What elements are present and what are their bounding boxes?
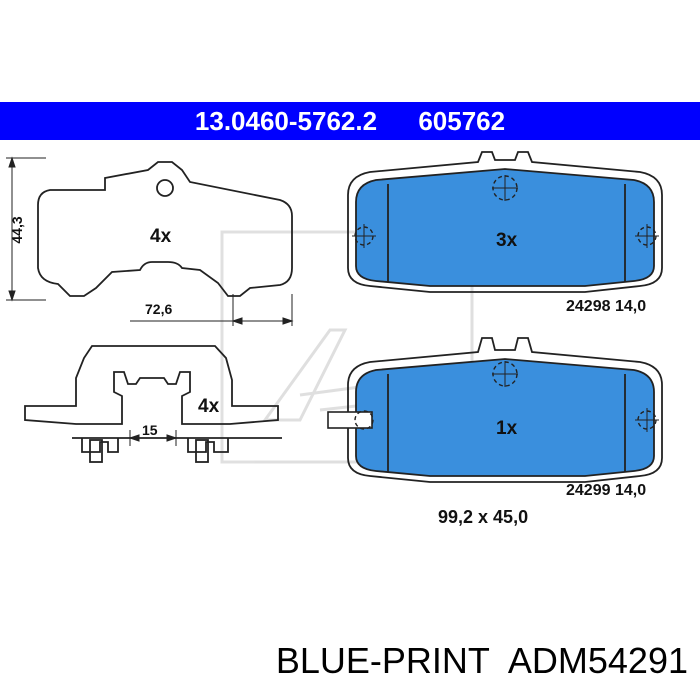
footer-article: ADM54291: [507, 640, 688, 681]
pad-bottom-count: 1x: [496, 418, 518, 439]
dimension-spacing-label: 15: [142, 422, 158, 438]
pad-top-drawing: [347, 151, 663, 293]
pad-top-code: 24298: [566, 298, 611, 315]
dimension-height-label: 44,3: [9, 216, 25, 244]
clip-top-drawing: [37, 161, 293, 297]
pad-top-thickness: 14,0: [614, 298, 647, 315]
pad-bottom-code: 24299: [566, 482, 611, 499]
clip-top-count: 4x: [150, 226, 172, 247]
dimension-height: [6, 156, 46, 302]
clip-bottom-count: 4x: [198, 396, 220, 417]
reference-number: 605762: [418, 106, 506, 136]
pad-bottom-thickness: 14,0: [614, 482, 647, 499]
pad-top-count: 3x: [496, 230, 518, 251]
pad-bottom-drawing: [327, 337, 663, 483]
dimension-spacing: [118, 430, 188, 446]
footer-brand: BLUE-PRINT: [275, 640, 490, 681]
pad-top-spec: 24298 14,0: [566, 298, 646, 316]
pad-bottom-spec: 24299 14,0: [566, 482, 646, 500]
dimension-width-label: 72,6: [145, 301, 173, 317]
dimension-width: [130, 294, 294, 326]
footer: BLUE-PRINT ADM54291: [0, 640, 688, 682]
part-number: 13.0460-5762.2: [194, 106, 378, 136]
clip-bottom-drawing: [24, 345, 282, 463]
banner-text: 13.0460-5762.2 605762: [0, 102, 700, 140]
pad-dimensions: 99,2 x 45,0: [438, 507, 529, 527]
title-banner: 13.0460-5762.2 605762: [0, 102, 700, 140]
